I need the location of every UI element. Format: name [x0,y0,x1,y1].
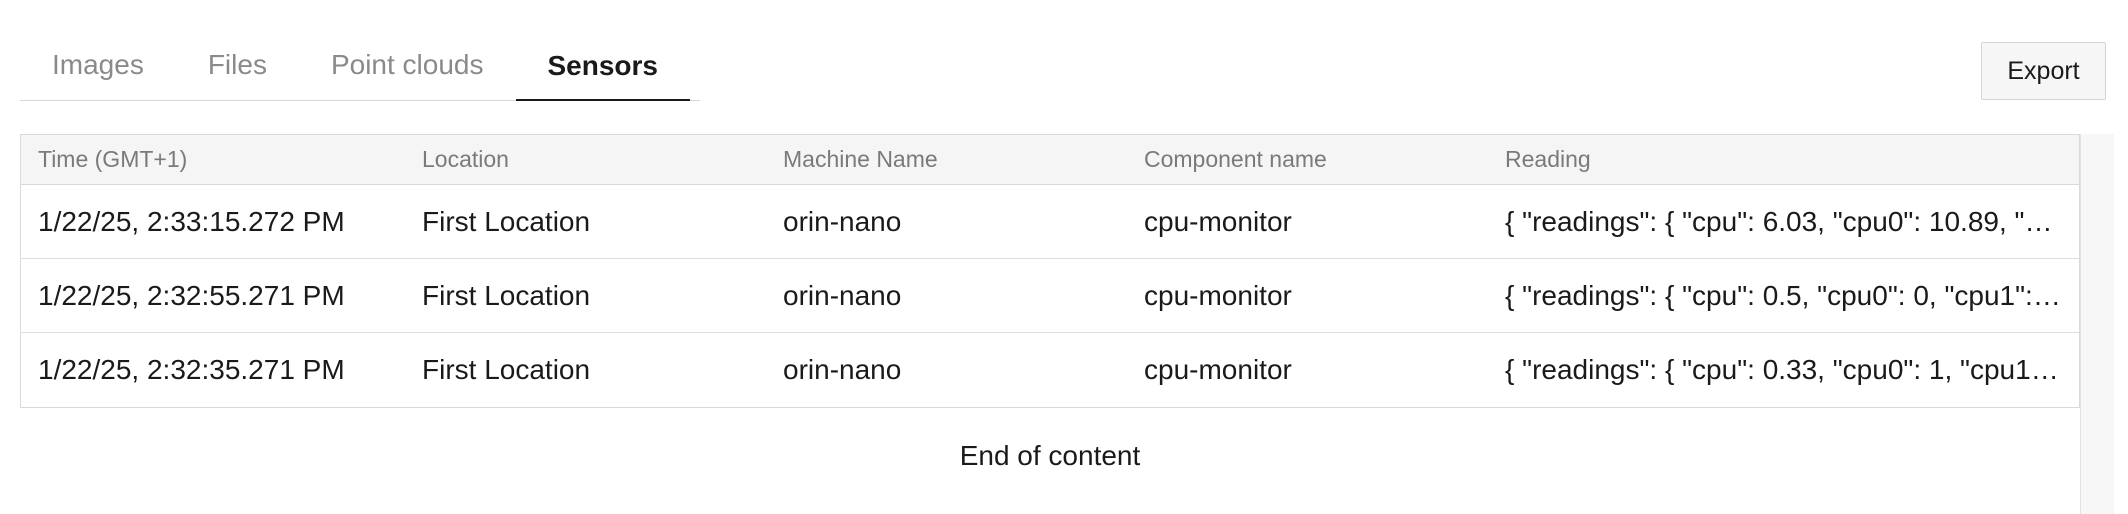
table-row[interactable]: 1/22/25, 2:32:55.271 PM First Location o… [21,259,2079,333]
vertical-scrollbar[interactable] [2080,134,2114,514]
cell-time: 1/22/25, 2:32:55.271 PM [38,279,345,311]
cell-location: First Location [422,279,591,311]
cell-machine-name: orin-nano [783,279,902,311]
cell-reading: { "readings": { "cpu": 0.5, "cpu0": 0, "… [1505,279,2063,311]
table-row[interactable]: 1/22/25, 2:32:35.271 PM First Location o… [21,333,2079,407]
cell-component-name: cpu-monitor [1144,205,1292,237]
cell-reading: { "readings": { "cpu": 6.03, "cpu0": 10.… [1505,205,2063,237]
cell-reading: { "readings": { "cpu": 0.33, "cpu0": 1, … [1505,354,2063,385]
cell-location: First Location [422,205,591,237]
cell-machine-name: orin-nano [783,205,902,237]
column-header-component-name[interactable]: Component name [1144,146,1327,172]
table-header: Time (GMT+1) Location Machine Name Compo… [21,135,2079,185]
column-header-machine-name[interactable]: Machine Name [783,146,938,172]
column-header-location[interactable]: Location [422,146,509,172]
column-header-reading[interactable]: Reading [1505,146,1591,172]
cell-machine-name: orin-nano [783,354,902,385]
cell-component-name: cpu-monitor [1144,279,1292,311]
tab-point-clouds[interactable]: Point clouds [330,48,484,80]
cell-component-name: cpu-monitor [1144,354,1292,385]
export-button[interactable]: Export [1981,42,2106,100]
tab-images[interactable]: Images [52,48,144,80]
table-row[interactable]: 1/22/25, 2:33:15.272 PM First Location o… [21,185,2079,259]
tab-files[interactable]: Files [207,48,267,80]
sensor-data-table: Time (GMT+1) Location Machine Name Compo… [20,134,2080,408]
column-header-time[interactable]: Time (GMT+1) [38,146,188,172]
tab-sensors[interactable]: Sensors [515,30,690,101]
tab-bar: Images Files Point clouds Sensors [20,30,700,101]
cell-location: First Location [422,354,591,385]
cell-time: 1/22/25, 2:32:35.271 PM [38,354,345,385]
cell-time: 1/22/25, 2:33:15.272 PM [38,205,345,237]
end-of-content-label: End of content [959,440,1141,471]
